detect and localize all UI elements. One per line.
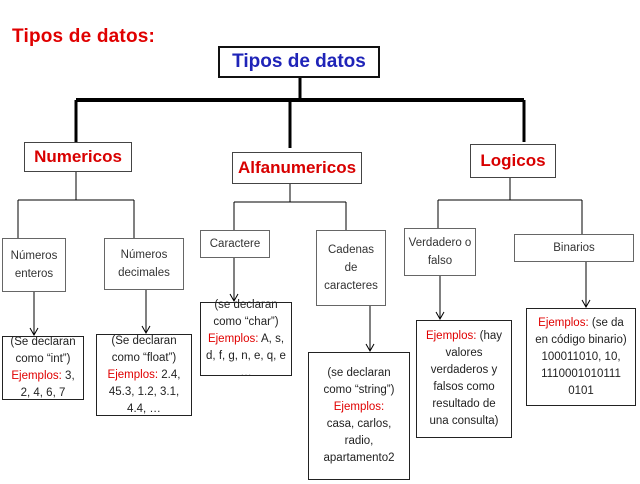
example-values: casa, carlos, radio, apartamento2 [323, 418, 395, 464]
example-box-binarios: Ejemplos: (se da en código binario) 1000… [526, 308, 636, 406]
category-numericos: Numericos [24, 142, 132, 172]
example-box-decimales: (Se declaran como “float”) Ejemplos: 2.4… [96, 334, 192, 416]
example-values: (se da en código binario) 100011010, 10,… [535, 316, 627, 397]
example-intro: (se declaran como “string”) [323, 367, 395, 396]
example-label: Ejemplos: [538, 316, 589, 329]
subtype-numeros-enteros: Números enteros [2, 238, 66, 292]
subtype-numeros-decimales: Números decimales [104, 238, 184, 290]
example-label: Ejemplos: [207, 332, 259, 345]
example-box-verdadero-falso: Ejemplos: (hay valores verdaderos y fals… [416, 320, 512, 438]
root-node: Tipos de datos [218, 46, 380, 78]
example-values: A, s, d, f, g, n, e, q, e … [206, 332, 286, 379]
example-intro: (Se declaran como “float”) [111, 334, 177, 364]
example-box-enteros: (Se declaran como “int”) Ejemplos: 3, 2,… [2, 336, 84, 400]
example-label: Ejemplos: [333, 401, 385, 413]
example-values: 3, 2, 4, 6, 7 [20, 370, 75, 399]
subtype-cadenas: Cadenas de caracteres [316, 230, 386, 306]
subtype-verdadero-falso: Verdadero o falso [404, 228, 476, 276]
example-label: Ejemplos: [107, 368, 159, 381]
example-box-cadenas: (se declaran como “string”) Ejemplos: ca… [308, 352, 410, 480]
example-label: Ejemplos: [425, 330, 477, 342]
category-logicos: Logicos [470, 144, 556, 178]
subtype-caractere: Caractere [200, 230, 270, 258]
example-box-caractere: (se declaran como “char”) Ejemplos: A, s… [200, 299, 292, 379]
example-values: (hay valores verdaderos y falsos como re… [429, 330, 503, 427]
category-alfanumericos: Alfanumericos [232, 152, 362, 184]
page-title: Tipos de datos: [12, 26, 156, 47]
example-intro: (Se declaran como “int”) [10, 336, 76, 365]
example-label: Ejemplos: [11, 370, 62, 382]
subtype-binarios: Binarios [514, 234, 634, 262]
example-values: 2.4, 45.3, 1.2, 3.1, 4.4, … [108, 368, 181, 415]
example-intro: (se declaran como “char”) [213, 298, 279, 328]
